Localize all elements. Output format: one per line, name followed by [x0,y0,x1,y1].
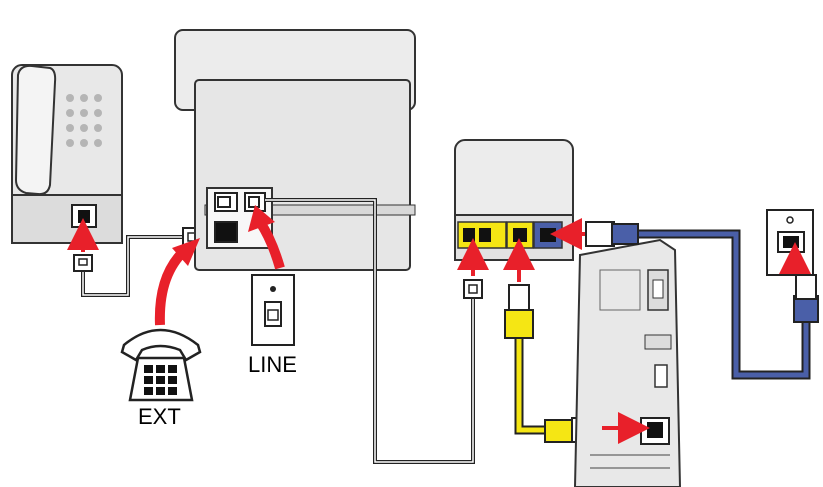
phone-cable-line [265,198,475,464]
ethernet-cable-blue [585,221,819,380]
wall-ethernet-jack-icon [766,209,814,276]
arrow-ext-port [154,246,189,326]
modem-icon [454,139,574,261]
rj11-plug-phone [73,254,93,272]
wall-jack-icon [251,274,295,346]
computer-tower-icon [573,238,682,487]
line-label: LINE [248,352,297,377]
printer-icon [174,29,416,271]
extension-phone-icon [120,328,202,402]
ext-label: EXT [138,404,181,429]
rj11-plug-modem [463,279,483,299]
telephone-icon [11,64,123,244]
